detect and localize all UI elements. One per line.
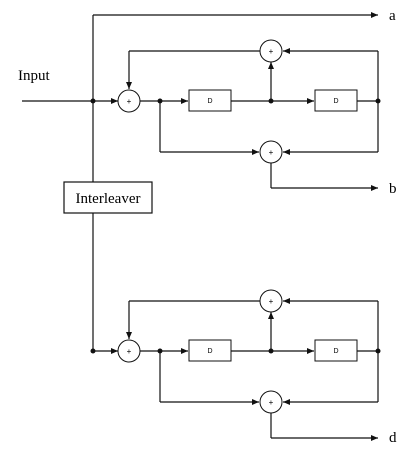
adder-symbol: + bbox=[127, 97, 132, 106]
interleaver-label: Interleaver bbox=[76, 191, 141, 207]
adder-symbol: + bbox=[269, 297, 274, 306]
adder-symbol: + bbox=[127, 347, 132, 356]
output-b-label: b bbox=[389, 181, 397, 197]
adder-symbol: + bbox=[269, 47, 274, 56]
output-d-label: d bbox=[389, 430, 397, 446]
delay-2-label: D bbox=[333, 98, 338, 105]
delay-1-label: D bbox=[207, 348, 212, 355]
output-a-label: a bbox=[389, 8, 396, 24]
bottom-encoder: + D D + + bbox=[90, 289, 381, 441]
adder-symbol: + bbox=[269, 398, 274, 407]
adder-symbol: + bbox=[269, 148, 274, 157]
delay-1-label: D bbox=[207, 98, 212, 105]
interleaver-box bbox=[63, 181, 153, 214]
delay-2-label: D bbox=[333, 348, 338, 355]
top-encoder: + D D + + bbox=[90, 39, 381, 191]
input-label: Input bbox=[18, 68, 50, 84]
